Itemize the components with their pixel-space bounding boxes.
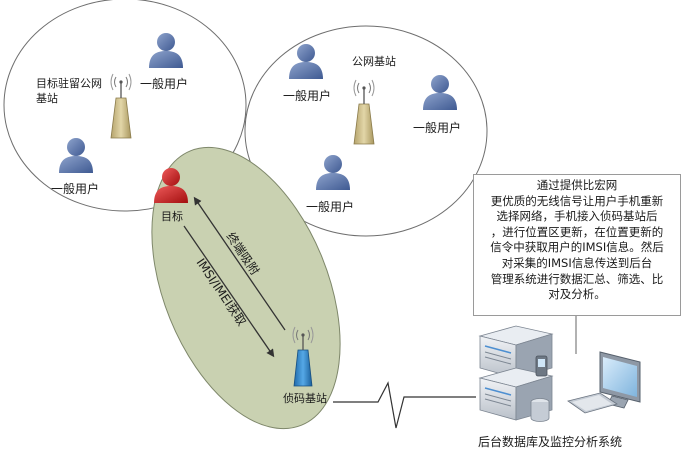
user-label: 一般用户: [283, 88, 331, 103]
public-station-label: 公网基站: [352, 54, 396, 68]
attach-arrow: [193, 196, 286, 331]
user-label: 一般用户: [51, 181, 99, 196]
user-label: 一般用户: [306, 199, 354, 214]
server-icon: [478, 325, 554, 421]
fake-cell-ellipse: [151, 146, 341, 430]
backend-system-label: 后台数据库及监控分析系统: [478, 434, 622, 449]
link-line: [333, 381, 476, 429]
user-label: 一般用户: [140, 76, 188, 91]
description-line: 更优质的无线信号让用户手机重新: [490, 193, 664, 208]
target-cell-station-label: 目标驻留公网 基站: [36, 76, 106, 105]
description-line: 通过提供比宏网: [536, 178, 618, 192]
description-line: 信令中获取用户的IMSI信息。然后: [490, 240, 664, 255]
user-label: 一般用户: [413, 120, 461, 135]
target-user-icon: [154, 168, 188, 203]
target-cell-station-label-line2: 基站: [36, 91, 58, 105]
description-note: 通过提供比宏网 更优质的无线信号让用户手机重新 选择网络，手机接入侦码基站后 ，…: [473, 174, 681, 316]
description-line: ，进行位置区更新，在位置更新的: [490, 224, 664, 239]
capture-arrow: [183, 225, 275, 358]
target-cell-station-label-line1: 目标驻留公网: [36, 76, 102, 90]
database-icon: [530, 398, 550, 422]
target-label: 目标: [161, 209, 183, 223]
description-line: 选择网络，手机接入侦码基站后: [496, 209, 658, 224]
description-line: 管理系统进行数据汇总、筛选、比: [490, 271, 664, 286]
fake-station-antenna-icon: [292, 326, 314, 387]
description-line: 对及分析。: [548, 287, 606, 302]
fake-station-label: 侦码基站: [283, 391, 327, 405]
keyboard-icon: [567, 392, 618, 414]
phone-icon: [535, 355, 548, 377]
description-line: 对采集的IMSI信息传送到后台: [501, 255, 653, 270]
